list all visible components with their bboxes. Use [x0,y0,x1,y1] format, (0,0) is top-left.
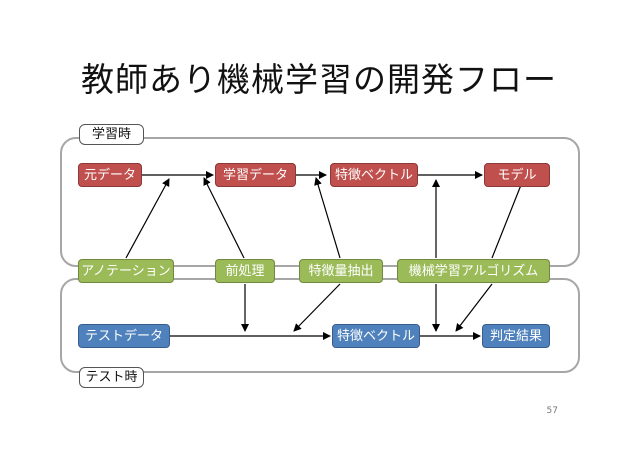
node-feature-vector-test: 特徴ベクトル [332,324,420,348]
node-source-data: 元データ [78,163,142,187]
arrow-model-down [491,184,522,259]
test-phase-label: テスト時 [79,367,144,388]
node-test-data: テストデータ [78,324,170,348]
node-training-data: 学習データ [215,163,296,187]
page-number: 57 [546,406,558,416]
slide-title: 教師あり機械学習の開発フロー [81,60,557,99]
node-preprocessing: 前処理 [215,259,275,283]
arrow-model-to-result [455,283,493,332]
arrow-annotation-up [125,178,170,259]
training-phase-label: 学習時 [79,124,144,145]
node-model: モデル [484,163,550,187]
node-ml-algorithm: 機械学習アルゴリズム [397,259,550,283]
arrow-preprocess-up [203,177,245,259]
arrow-extraction-down [293,283,341,332]
arrow-extraction-up [314,177,341,259]
node-annotation: アノテーション [78,259,174,283]
node-feature-extraction: 特徴量抽出 [299,259,383,283]
node-result: 判定結果 [482,324,550,348]
node-feature-vector-train: 特徴ベクトル [330,163,418,187]
